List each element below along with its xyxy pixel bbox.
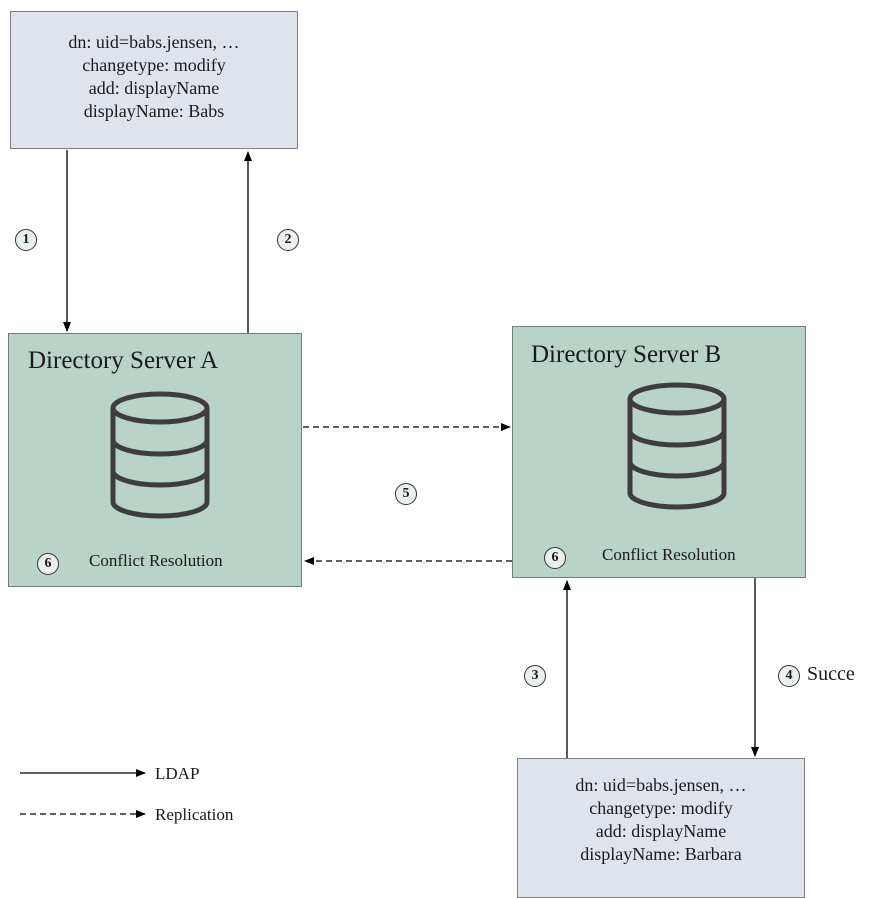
legend-ldap-label: LDAP (155, 764, 200, 783)
conflict-resolution-label: Conflict Resolution (602, 545, 736, 564)
step-badge-6: 6 (37, 553, 59, 575)
conflict-resolution-label: Conflict Resolution (89, 551, 223, 570)
ldif-line: displayName: Barbara (580, 844, 742, 864)
step-badge-5: 5 (395, 483, 417, 505)
step-badge-2: 2 (277, 229, 299, 251)
server-b-title: Directory Server B (531, 341, 722, 368)
ldif-change-barbara: dn: uid=babs.jensen, … changetype: modif… (517, 758, 805, 898)
step-badge-6: 6 (544, 547, 566, 569)
database-icon (627, 382, 727, 510)
directory-server-a: Directory Server A 6 Conflict Resolution (8, 333, 302, 587)
directory-server-b: Directory Server B 6 Conflict Resolution (512, 326, 806, 578)
ldif-change-babs: dn: uid=babs.jensen, … changetype: modif… (10, 11, 298, 149)
server-a-title: Directory Server A (28, 347, 219, 374)
ldif-line: add: displayName (88, 78, 220, 98)
legend-replication-label: Replication (155, 805, 234, 824)
ldif-line: displayName: Babs (83, 101, 225, 121)
ldif-line: add: displayName (595, 821, 727, 841)
database-icon (110, 391, 210, 519)
step-badge-1: 1 (15, 229, 37, 251)
ldif-line: dn: uid=babs.jensen, … (68, 32, 240, 52)
ldif-line: changetype: modify (82, 55, 226, 75)
ldif-line: changetype: modify (589, 798, 733, 818)
ldif-line: dn: uid=babs.jensen, … (575, 775, 747, 795)
step-badge-3: 3 (524, 665, 546, 687)
success-label: Succe (807, 663, 855, 685)
step-badge-4: 4 (778, 665, 800, 687)
